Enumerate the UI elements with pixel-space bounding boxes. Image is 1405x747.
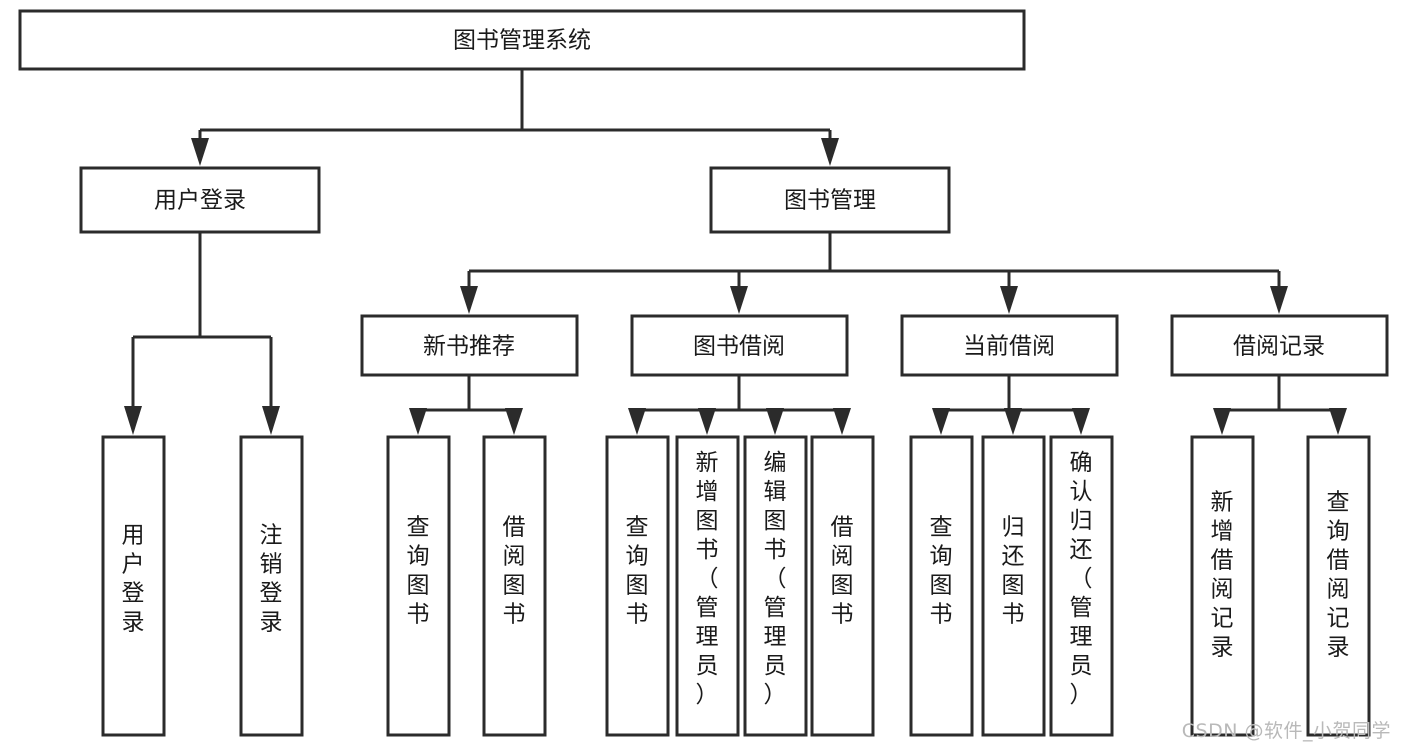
node-current-borrow-label: 当前借阅	[963, 334, 1055, 360]
node-leaf-query-borrow-record-box[interactable]	[1306, 435, 1371, 737]
node-current-borrow[interactable]: 当前借阅	[900, 314, 1119, 377]
node-leaf-edit-book-admin-label: 编辑图书（管理员）	[764, 450, 787, 708]
arrowhead-leaf-confirm-return-admin	[1072, 408, 1090, 435]
node-leaf-borrow-book-2-label: 借阅图书	[831, 515, 854, 628]
node-leaf-query-book-1-label: 查询图书	[407, 515, 430, 628]
arrowhead-leaf-query-borrow-record	[1329, 408, 1347, 435]
leaf-layer: 用户登录 注销登录 查询图书 借阅图书 查询图书 新增图书（管理员）	[101, 435, 1371, 737]
arrowhead-leaf-logout	[262, 406, 280, 435]
node-leaf-user-login-label: 用户登录	[122, 523, 145, 636]
arrowhead-leaf-return-book	[1004, 408, 1022, 435]
node-leaf-borrow-book-2-box[interactable]	[810, 435, 875, 737]
arrowhead-leaf-add-borrow-record	[1213, 408, 1231, 435]
node-new-book-recommend-label: 新书推荐	[423, 334, 515, 360]
node-borrow-record[interactable]: 借阅记录	[1170, 314, 1389, 377]
node-book-manage-label: 图书管理	[784, 188, 876, 214]
node-book-manage-box[interactable]	[709, 166, 951, 234]
node-leaf-add-book-admin[interactable]: 新增图书（管理员）	[675, 435, 740, 737]
node-leaf-add-book-admin-label: 新增图书（管理员）	[696, 450, 719, 708]
node-user-login-box[interactable]	[79, 166, 321, 234]
arrowhead-leaf-borrow-book-2	[833, 408, 851, 435]
arrowhead-leaf-edit-book-admin	[766, 408, 784, 435]
node-book-borrow-box[interactable]	[630, 314, 849, 377]
node-leaf-logout-box[interactable]	[239, 435, 304, 737]
node-book-borrow-label: 图书借阅	[693, 334, 785, 360]
node-new-book-recommend-box[interactable]	[360, 314, 579, 377]
arrowhead-book-borrow	[730, 286, 748, 314]
node-leaf-return-book[interactable]: 归还图书	[981, 435, 1046, 737]
node-leaf-query-book-3-box[interactable]	[909, 435, 974, 737]
node-leaf-edit-book-admin[interactable]: 编辑图书（管理员）	[743, 435, 808, 737]
arrowhead-user-login	[191, 138, 209, 166]
node-leaf-query-book-2-label: 查询图书	[626, 515, 649, 628]
arrowhead-new-book-recommend	[460, 286, 478, 314]
node-new-book-recommend[interactable]: 新书推荐	[360, 314, 579, 377]
node-book-borrow[interactable]: 图书借阅	[630, 314, 849, 377]
node-leaf-query-borrow-record-label: 查询借阅记录	[1327, 490, 1350, 661]
node-leaf-query-book-3-label: 查询图书	[930, 515, 953, 628]
node-root-label: 图书管理系统	[453, 28, 591, 54]
node-leaf-user-login[interactable]: 用户登录	[101, 435, 166, 737]
arrowhead-borrow-record	[1270, 286, 1288, 314]
node-root-box[interactable]	[18, 9, 1026, 71]
node-leaf-query-book-1[interactable]: 查询图书	[386, 435, 451, 737]
node-user-login[interactable]: 用户登录	[79, 166, 321, 234]
node-leaf-return-book-box[interactable]	[981, 435, 1046, 737]
node-root[interactable]: 图书管理系统	[18, 9, 1026, 71]
node-leaf-logout-label: 注销登录	[260, 523, 283, 636]
node-leaf-borrow-book-1[interactable]: 借阅图书	[482, 435, 547, 737]
node-book-manage[interactable]: 图书管理	[709, 166, 951, 234]
node-leaf-edit-book-admin-box[interactable]	[743, 435, 808, 737]
node-leaf-confirm-return-admin[interactable]: 确认归还（管理员）	[1049, 435, 1114, 737]
node-leaf-add-borrow-record[interactable]: 新增借阅记录	[1190, 435, 1255, 737]
arrowhead-leaf-query-book-2	[628, 408, 646, 435]
connector-layer	[124, 69, 1347, 435]
node-leaf-borrow-book-1-label: 借阅图书	[503, 515, 526, 628]
arrowhead-leaf-query-book-3	[932, 408, 950, 435]
arrowhead-current-borrow	[1000, 286, 1018, 314]
node-leaf-confirm-return-admin-label: 确认归还（管理员）	[1070, 450, 1093, 708]
node-leaf-query-book-2-box[interactable]	[605, 435, 670, 737]
node-borrow-record-label: 借阅记录	[1233, 334, 1325, 360]
node-leaf-borrow-book-1-box[interactable]	[482, 435, 547, 737]
node-leaf-add-book-admin-box[interactable]	[675, 435, 740, 737]
node-leaf-borrow-book-2[interactable]: 借阅图书	[810, 435, 875, 737]
node-user-login-label: 用户登录	[154, 188, 246, 214]
node-leaf-logout[interactable]: 注销登录	[239, 435, 304, 737]
arrowhead-leaf-query-book-1	[409, 408, 427, 435]
node-leaf-query-book-2[interactable]: 查询图书	[605, 435, 670, 737]
arrowhead-book-manage	[821, 138, 839, 166]
node-leaf-add-borrow-record-box[interactable]	[1190, 435, 1255, 737]
node-leaf-confirm-return-admin-box[interactable]	[1049, 435, 1114, 737]
node-leaf-query-borrow-record[interactable]: 查询借阅记录	[1306, 435, 1371, 737]
csdn-watermark: CSDN @软件_小贺同学	[1181, 720, 1391, 742]
arrowhead-leaf-borrow-book-1	[505, 408, 523, 435]
node-borrow-record-box[interactable]	[1170, 314, 1389, 377]
node-leaf-add-borrow-record-label: 新增借阅记录	[1211, 490, 1234, 661]
arrowhead-leaf-add-book-admin	[698, 408, 716, 435]
node-leaf-user-login-box[interactable]	[101, 435, 166, 737]
node-leaf-query-book-1-box[interactable]	[386, 435, 451, 737]
node-leaf-query-book-3[interactable]: 查询图书	[909, 435, 974, 737]
node-current-borrow-box[interactable]	[900, 314, 1119, 377]
node-leaf-return-book-label: 归还图书	[1002, 515, 1025, 628]
arrowhead-leaf-user-login	[124, 406, 142, 435]
